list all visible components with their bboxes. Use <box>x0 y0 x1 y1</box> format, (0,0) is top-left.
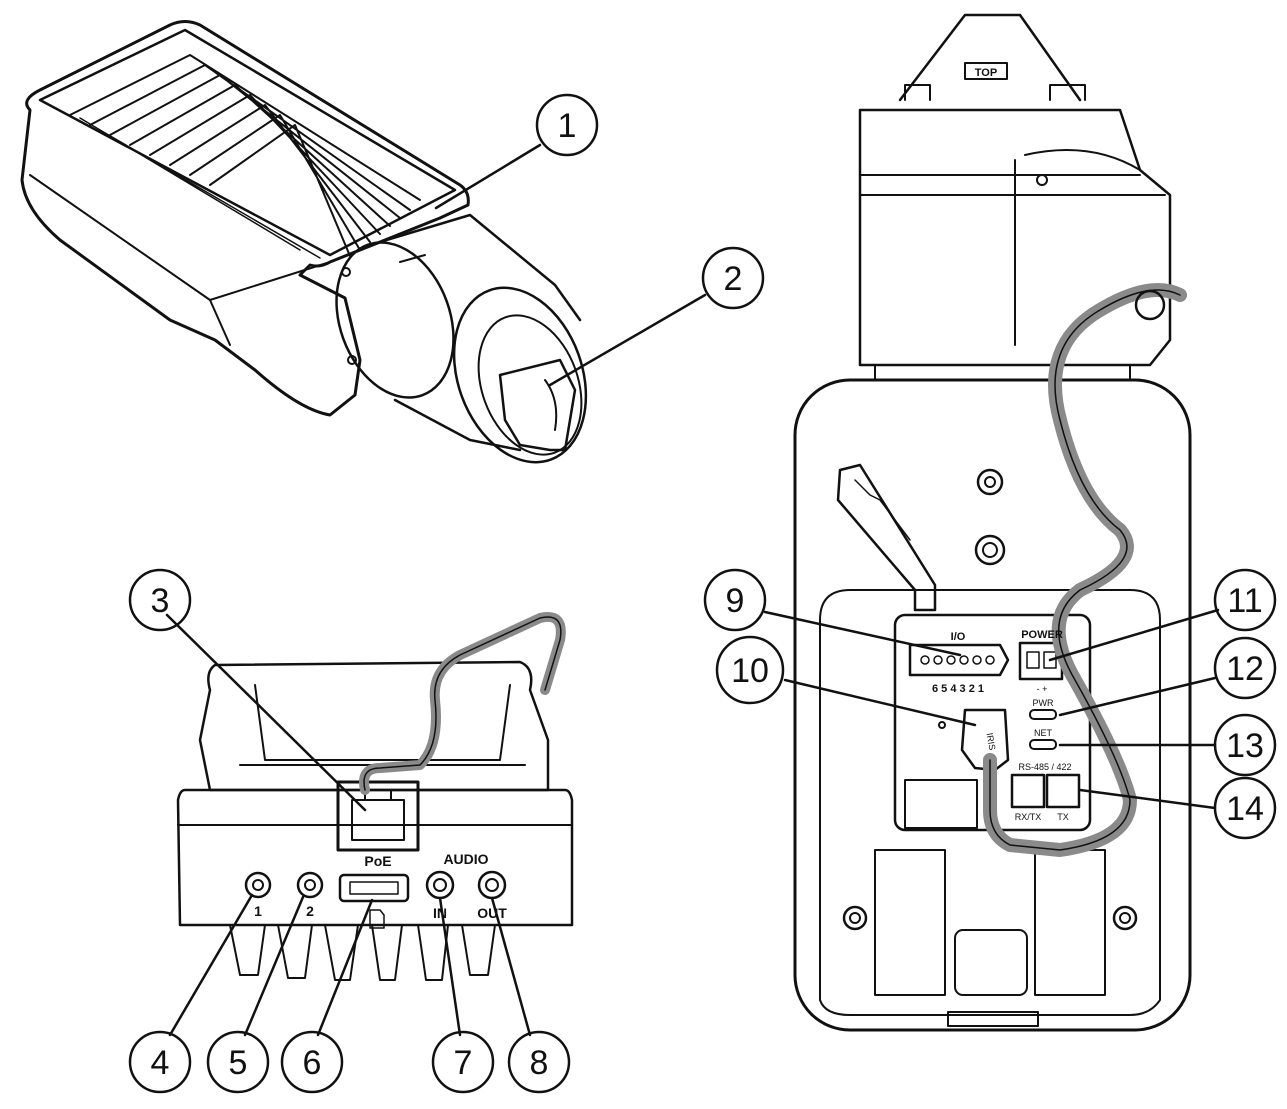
label-top: TOP <box>975 67 997 79</box>
callout-12-number: 12 <box>1226 650 1264 688</box>
label-poe: PoE <box>364 853 391 869</box>
label-io: I/O <box>951 631 966 643</box>
label-port-1: 1 <box>254 903 262 919</box>
callout-1-number: 1 <box>558 107 577 145</box>
callout-1 <box>434 93 599 210</box>
callout-2-number: 2 <box>724 260 743 298</box>
callout-9 <box>703 568 962 657</box>
callout-8-number: 8 <box>530 1044 549 1082</box>
callout-6-number: 6 <box>303 1044 322 1082</box>
camera-top-view <box>793 13 1192 1032</box>
callout-4-number: 4 <box>151 1044 170 1082</box>
label-rxtx: RX/TX <box>1015 812 1042 822</box>
callout-5-number: 5 <box>229 1044 248 1082</box>
callout-3-number: 3 <box>151 582 170 620</box>
camera-rear-view <box>176 660 574 981</box>
callout-13-number: 13 <box>1226 727 1264 765</box>
callout-6 <box>280 898 374 1094</box>
callout-14 <box>1078 776 1277 840</box>
label-port-2: 2 <box>306 903 314 919</box>
callout-5 <box>206 895 305 1094</box>
callout-8 <box>490 896 571 1094</box>
callout-3 <box>128 568 367 812</box>
label-tx: TX <box>1057 812 1069 822</box>
callout-9-number: 9 <box>726 582 745 620</box>
callout-11-number: 11 <box>1227 582 1262 620</box>
label-net: NET <box>1034 728 1053 738</box>
label-audio: AUDIO <box>443 851 488 867</box>
callout-10 <box>715 635 977 727</box>
callout-7 <box>431 896 495 1094</box>
callout-10-number: 10 <box>731 652 769 690</box>
label-audio-out: OUT <box>477 905 507 921</box>
callout-13 <box>1058 713 1277 777</box>
callout-14-number: 14 <box>1226 790 1264 828</box>
camera-body-front-view <box>20 20 588 464</box>
callout-2 <box>548 246 765 387</box>
label-iris: IRIS <box>985 732 998 751</box>
callout-11 <box>1048 568 1277 662</box>
label-power: POWER <box>1021 629 1063 641</box>
label-power-polarity: - + <box>1037 684 1048 694</box>
label-io-pins: 6 5 4 3 2 1 <box>932 683 984 695</box>
label-pwr: PWR <box>1033 698 1054 708</box>
label-audio-in: IN <box>433 905 447 921</box>
callout-12 <box>1058 636 1277 717</box>
callout-4 <box>128 893 254 1094</box>
callout-7-number: 7 <box>454 1044 473 1082</box>
label-rs485: RS-485 / 422 <box>1018 762 1071 772</box>
